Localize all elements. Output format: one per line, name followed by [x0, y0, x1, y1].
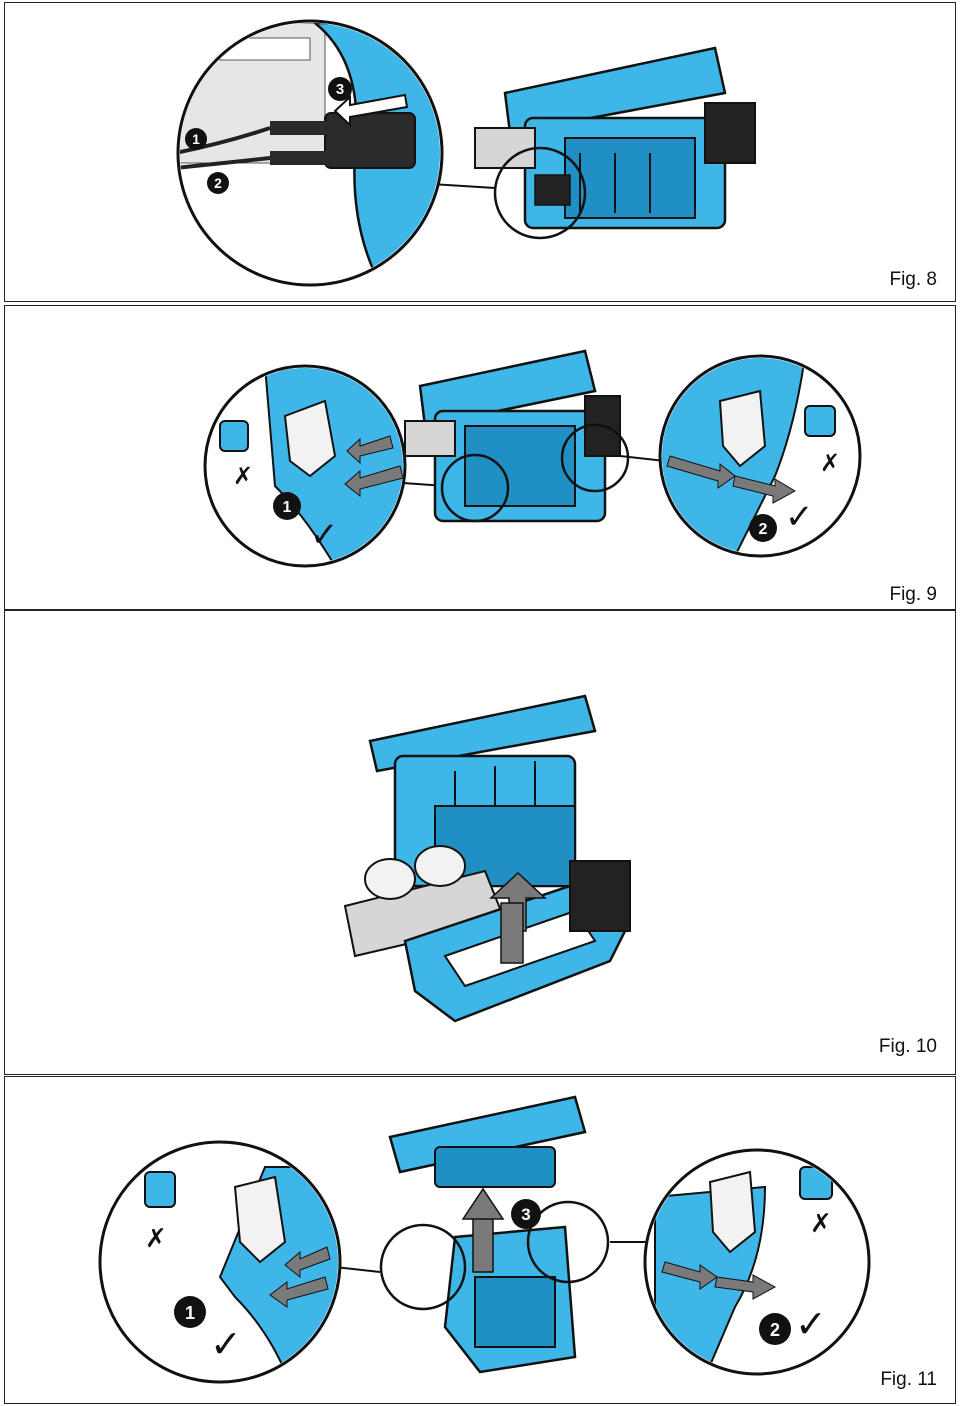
slide-direction-arrow — [666, 455, 736, 489]
figure-label: Fig. 8 — [889, 269, 937, 290]
push-direction-arrow — [284, 1246, 331, 1279]
cross-mark-icon: ✗ — [820, 450, 840, 477]
svg-text:1: 1 — [192, 131, 200, 147]
step-badge-3: 3 — [511, 1199, 541, 1229]
filter-housing-assembly — [404, 349, 621, 523]
figure-label: Fig. 10 — [878, 1036, 937, 1057]
push-direction-arrow — [344, 465, 404, 498]
pull-direction-arrow — [333, 93, 409, 128]
detail-highlight-circle — [493, 146, 587, 240]
cross-mark-icon: ✗ — [145, 1223, 167, 1253]
lift-up-arrow — [472, 1216, 494, 1273]
svg-text:1: 1 — [185, 1303, 195, 1323]
connector-zoom-detail — [176, 19, 444, 287]
svg-text:2: 2 — [214, 175, 222, 191]
step-badge-2: 2 — [749, 514, 777, 542]
left-latch-zoom-detail: ✗ ✓ 1 — [203, 364, 407, 568]
left-latch-highlight-circle — [379, 1223, 467, 1311]
filter-lid-removed — [388, 1095, 587, 1188]
step-badge-1: 1 — [185, 128, 207, 150]
svg-text:3: 3 — [336, 81, 344, 98]
figure-8-illustration: 1 2 3 — [176, 19, 756, 287]
right-latch-highlight-circle — [526, 1200, 610, 1284]
figure-10-illustration — [343, 694, 631, 1023]
figure-11-illustration: 3 ✗ ✓ 1 — [98, 1095, 871, 1384]
push-direction-arrow — [269, 1276, 329, 1308]
cross-mark-icon: ✗ — [810, 1208, 832, 1238]
figure-11-panel: 3 ✗ ✓ 1 — [4, 1076, 956, 1404]
step-badge-2: 2 — [207, 172, 229, 194]
figure-label: Fig. 11 — [880, 1369, 937, 1390]
left-latch-highlight-circle — [440, 453, 510, 523]
check-mark-icon: ✓ — [310, 516, 339, 554]
check-mark-icon: ✓ — [210, 1324, 242, 1366]
cross-mark-icon: ✗ — [233, 463, 253, 490]
right-latch-zoom-detail: ✗ ✓ 2 — [643, 1148, 871, 1376]
slide-direction-arrow — [661, 1261, 718, 1290]
filter-base-frame — [443, 1225, 577, 1374]
filter-lid-lifted — [368, 694, 597, 888]
step-badge-3: 3 — [328, 77, 352, 101]
mounting-bracket — [343, 845, 507, 958]
check-mark-icon: ✓ — [785, 498, 814, 536]
svg-text:3: 3 — [521, 1205, 530, 1224]
right-latch-highlight-circle — [560, 423, 630, 493]
svg-text:1: 1 — [283, 499, 292, 516]
figure-9-illustration: ✗ ✓ 1 ✗ ✓ — [203, 349, 862, 568]
push-direction-arrow — [346, 435, 394, 465]
figure-8-panel: 1 2 3 Fig. 8 — [4, 2, 956, 302]
filter-housing-assembly — [474, 46, 756, 230]
figure-label: Fig. 9 — [889, 584, 937, 605]
svg-text:2: 2 — [759, 521, 768, 538]
step-badge-2: 2 — [759, 1313, 791, 1345]
step-badge-1: 1 — [273, 492, 301, 520]
figure-10-panel: Fig. 10 — [4, 610, 956, 1075]
right-latch-zoom-detail: ✗ ✓ 2 — [658, 354, 862, 558]
step-badge-1: 1 — [174, 1296, 206, 1328]
svg-text:2: 2 — [770, 1320, 780, 1340]
slide-direction-arrow — [714, 1274, 777, 1300]
figure-9-panel: ✗ ✓ 1 ✗ ✓ — [4, 305, 956, 610]
check-mark-icon: ✓ — [795, 1304, 827, 1346]
left-latch-zoom-detail: ✗ ✓ 1 — [98, 1140, 342, 1384]
slide-direction-arrow — [732, 475, 797, 504]
